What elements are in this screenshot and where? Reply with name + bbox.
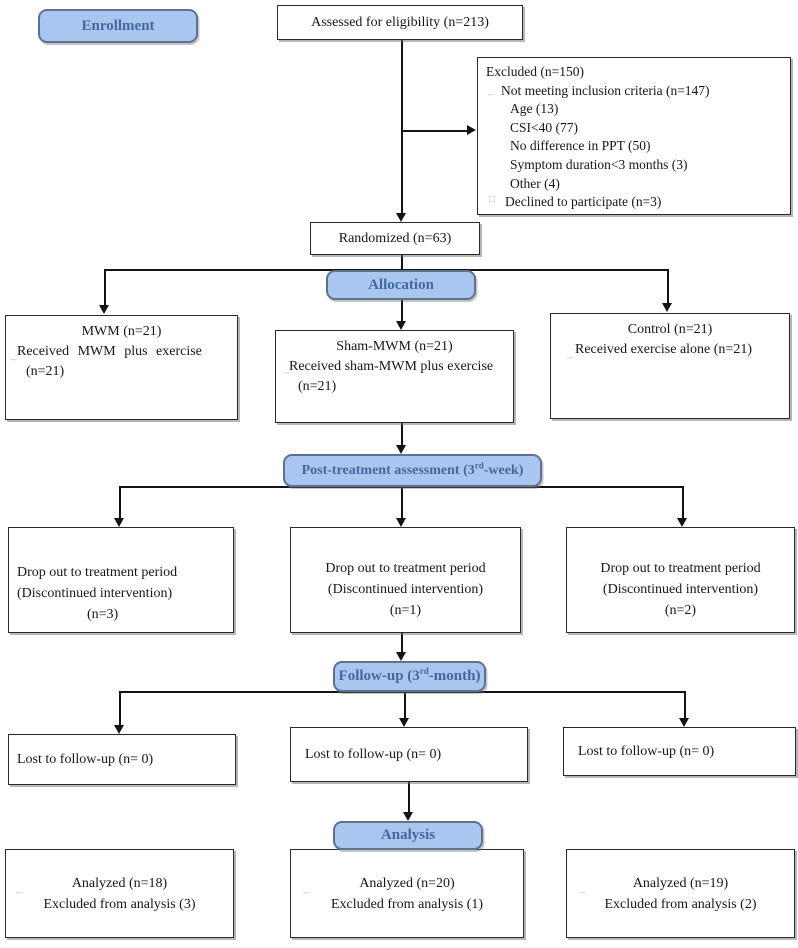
dropout-line: Drop out to treatment period (600, 561, 761, 576)
connector-line (120, 691, 686, 693)
analysis-band: Analysis (333, 821, 483, 850)
connector-line (408, 782, 410, 812)
analyzed-box: Analyzed (n=19) Excluded from analysis (… (566, 849, 795, 938)
excluded-reason: Age (13) (510, 101, 559, 117)
arm-received: Received sham-MWM plus exercise (289, 359, 494, 374)
analyzed-line: Excluded from analysis (2) (604, 896, 757, 912)
connector-line (401, 423, 403, 445)
lost-box: Lost to follow-up (n= 0) (8, 734, 236, 785)
lost-box: Lost to follow-up (n= 0) (290, 727, 528, 782)
arrowhead-down-icon (99, 305, 109, 314)
assessed-box: Assessed for eligibility (n=213) (277, 5, 523, 40)
arrowhead-down-icon (114, 725, 124, 734)
analysis-band-label: Analysis (380, 827, 436, 843)
arrowhead-down-icon (396, 518, 406, 527)
allocation-band: Allocation (326, 270, 476, 300)
arrowhead-down-icon (396, 213, 406, 222)
dropout-n: (n=3) (87, 607, 119, 622)
arm-received: Received exercise alone (n=21) (575, 342, 752, 357)
analyzed-line: Excluded from analysis (1) (330, 896, 483, 912)
allocation-band-label: Allocation (368, 276, 434, 293)
dash-bullet-icon: – (284, 364, 291, 379)
lost-label: Lost to follow-up (n= 0) (17, 751, 154, 767)
connector-line (404, 691, 406, 718)
analyzed-line: Excluded from analysis (3) (43, 896, 196, 912)
arrowhead-down-icon (679, 718, 689, 727)
dash-bullet-icon: – (579, 884, 586, 899)
randomized-box: Randomized (n=63) (310, 222, 480, 255)
dropout-box: Drop out to treatment period (Discontinu… (290, 527, 521, 633)
arrowhead-down-icon (396, 445, 406, 454)
dropout-n: (n=1) (389, 603, 422, 618)
arrowhead-down-icon (396, 652, 406, 661)
connector-line (667, 269, 669, 303)
excluded-title: Excluded (n=150) (486, 64, 584, 79)
connector-line (401, 299, 403, 321)
connector-line (401, 487, 403, 518)
arrowhead-down-icon (399, 718, 409, 727)
connector-line (684, 691, 686, 718)
dropout-line: (Discontinued intervention) (327, 582, 484, 597)
dash-bullet-icon: – (488, 86, 495, 101)
lost-box: Lost to follow-up (n= 0) (563, 727, 796, 776)
arm-n: (n=21) (26, 364, 65, 379)
excluded-reason: CSI<40 (77) (510, 119, 578, 135)
enrollment-band: Enrollment (38, 9, 198, 43)
analyzed-line: Analyzed (n=20) (359, 875, 455, 891)
arrowhead-right-icon (467, 125, 476, 135)
connector-line (119, 691, 121, 725)
lost-label: Lost to follow-up (n= 0) (305, 746, 442, 762)
analyzed-line: Analyzed (n=19) (632, 875, 729, 891)
dropout-line: Drop out to treatment period (325, 561, 486, 576)
arm-n: (n=21) (298, 379, 337, 394)
connector-line (682, 486, 684, 518)
randomized-label: Randomized (n=63) (338, 231, 452, 246)
post-treatment-band-label: Post-treatment assessment (3rd-week) (301, 459, 524, 478)
connector-line (401, 255, 403, 271)
dropout-line: (Discontinued intervention) (602, 582, 759, 597)
connector-line (104, 269, 106, 305)
excluded-declined: Declined to participate (n=3) (505, 194, 662, 210)
arrowhead-down-icon (114, 518, 124, 527)
arrowhead-down-icon (396, 321, 406, 330)
dropout-box: Drop out to treatment period (Discontinu… (8, 527, 234, 633)
connector-line (402, 130, 467, 132)
dropout-line: Drop out to treatment period (17, 565, 178, 580)
assessed-label: Assessed for eligibility (n=213) (311, 15, 489, 30)
arrowhead-down-icon (662, 303, 672, 312)
dash-bullet-icon: – (16, 884, 23, 899)
connector-line (119, 486, 121, 518)
dash-bullet-icon: – (10, 351, 17, 366)
excluded-reason: Symptom duration<3 months (3) (510, 156, 688, 172)
square-bullet-icon: □ (489, 194, 496, 205)
excluded-not-meeting: Not meeting inclusion criteria (n=147) (501, 82, 710, 98)
analyzed-box: Analyzed (n=20) Excluded from analysis (… (290, 849, 524, 938)
excluded-reason: Other (4) (510, 175, 560, 191)
arrowhead-down-icon (403, 812, 413, 821)
follow-up-band-label: Follow-up (3rd-month) (338, 666, 481, 685)
connector-line (401, 633, 403, 652)
arm-title: Control (n=21) (627, 322, 713, 337)
excluded-reason: No difference in PPT (50) (510, 138, 651, 154)
post-treatment-band: Post-treatment assessment (3rd-week) (283, 454, 542, 487)
arm-box-control: Control (n=21) Received exercise alone (… (550, 313, 790, 419)
dropout-box: Drop out to treatment period (Discontinu… (566, 527, 795, 633)
excluded-box: Excluded (n=150) Not meeting inclusion c… (477, 57, 791, 215)
enrollment-band-label: Enrollment (81, 17, 155, 34)
lost-label: Lost to follow-up (n= 0) (578, 743, 715, 759)
arm-title: Sham-MWM (n=21) (336, 339, 453, 354)
arm-received: Received MWM plus exercise (17, 344, 202, 359)
dash-bullet-icon: – (303, 884, 310, 899)
dropout-line: (Discontinued intervention) (17, 586, 173, 601)
arm-title: MWM (n=21) (81, 324, 162, 339)
arm-box-mwm: MWM (n=21) Received MWM plus exercise (n… (5, 315, 238, 420)
follow-up-band: Follow-up (3rd-month) (333, 661, 486, 692)
connector-line (401, 40, 403, 213)
analyzed-line: Analyzed (n=18) (71, 875, 168, 891)
analyzed-box: Analyzed (n=18) Excluded from analysis (… (5, 849, 234, 938)
arm-box-sham: Sham-MWM (n=21) Received sham-MWM plus e… (275, 330, 514, 423)
dash-bullet-icon: – (567, 349, 574, 364)
arrowhead-down-icon (677, 518, 687, 527)
dropout-n: (n=2) (664, 603, 697, 618)
